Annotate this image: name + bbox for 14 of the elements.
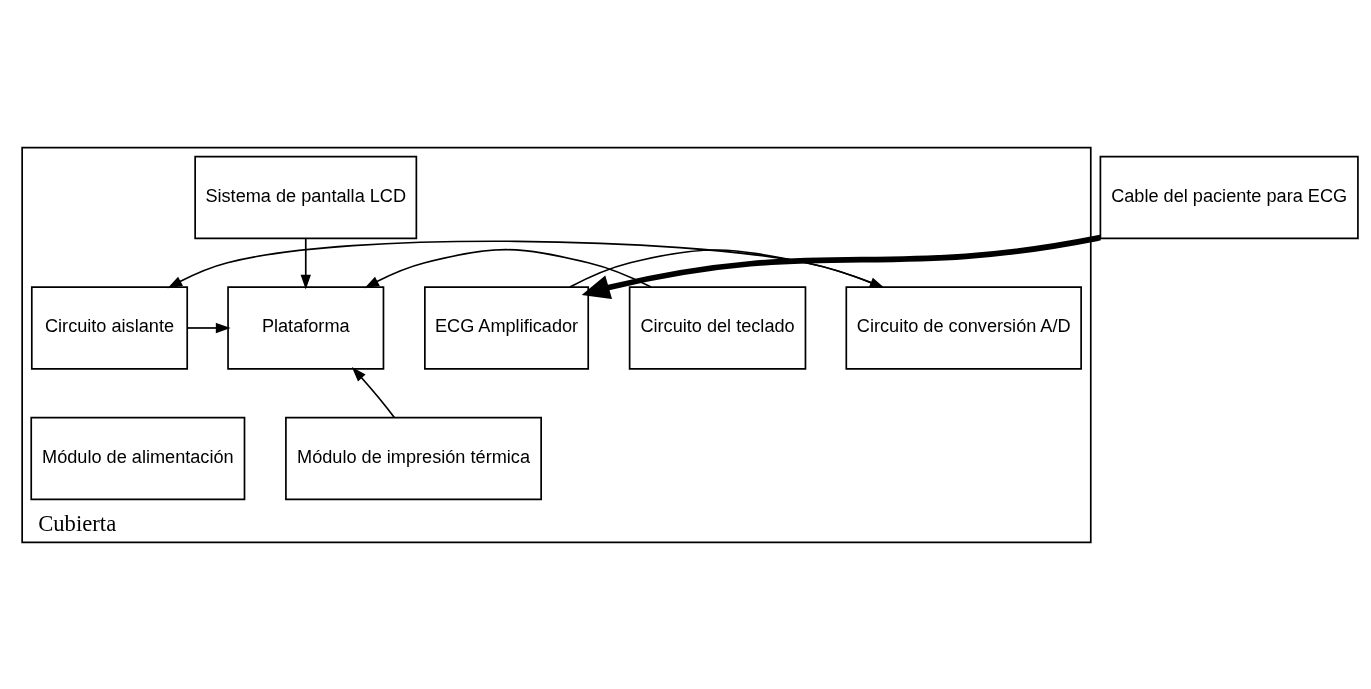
arrow xyxy=(186,322,231,333)
node-box: Módulo de alimentación xyxy=(30,416,246,500)
node-box: Cable del paciente para ECG xyxy=(1099,155,1359,239)
node-box: Módulo de impresión térmica xyxy=(285,416,542,500)
node-box: Plataforma xyxy=(227,285,385,370)
node-box: Circuito del teclado xyxy=(628,285,807,370)
node-box: Circuito aislante xyxy=(30,285,189,370)
node-box: ECG Amplificador xyxy=(424,285,590,370)
arrow xyxy=(300,237,311,290)
arrow xyxy=(351,366,396,418)
arrow xyxy=(581,234,1101,299)
node-box: Sistema de pantalla LCD xyxy=(194,155,418,239)
node-box: Circuito de conversión A/D xyxy=(845,285,1082,370)
arrow xyxy=(364,248,652,288)
